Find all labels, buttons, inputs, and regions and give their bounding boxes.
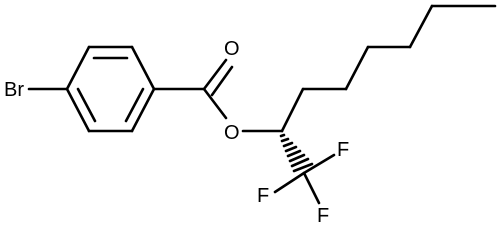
chain-bond-5 (408, 4, 434, 49)
hash-line-5 (286, 149, 302, 158)
atom-labels: Br O O F F F (4, 38, 349, 227)
bonds (27, 4, 497, 205)
hash-line-6 (288, 153, 306, 163)
carbonyl-oxygen-label: O (224, 38, 240, 60)
hash-line-4 (284, 145, 298, 153)
hash-line-2 (280, 137, 290, 143)
cf-bond-left (273, 171, 306, 194)
ring-bond-5 (65, 87, 91, 133)
carbonyl-to-ester-oxygen-bond (202, 87, 228, 120)
carbonyl-double-bond-b (210, 65, 234, 97)
ring-bond-3 (130, 87, 156, 133)
hashed-wedge-bond (279, 133, 314, 173)
ring-bond-2 (130, 45, 156, 91)
cf-bond-bottom (302, 171, 321, 205)
fluorine-upper-label: F (337, 139, 349, 161)
hash-line-8 (292, 162, 314, 173)
chain-bond-1 (280, 87, 305, 133)
ester-oxygen-label: O (224, 122, 240, 144)
hash-line-7 (290, 157, 310, 168)
carbonyl-double-bond-a (202, 58, 228, 91)
molecule-diagram: Br O O F F F (4, 4, 497, 227)
bromine-label: Br (4, 79, 24, 101)
ring-bond-6 (65, 45, 91, 91)
structure-canvas: Br O O F F F (4, 4, 497, 227)
ring-inner-bond-right (124, 87, 145, 123)
fluorine-left-label: F (257, 185, 269, 207)
hash-line-1 (279, 133, 286, 138)
chain-bond-3 (344, 45, 370, 91)
hash-line-3 (282, 141, 294, 148)
ring-inner-bond-left (76, 87, 97, 123)
fluorine-bottom-label: F (317, 205, 329, 227)
cf-bond-upper (302, 153, 336, 175)
